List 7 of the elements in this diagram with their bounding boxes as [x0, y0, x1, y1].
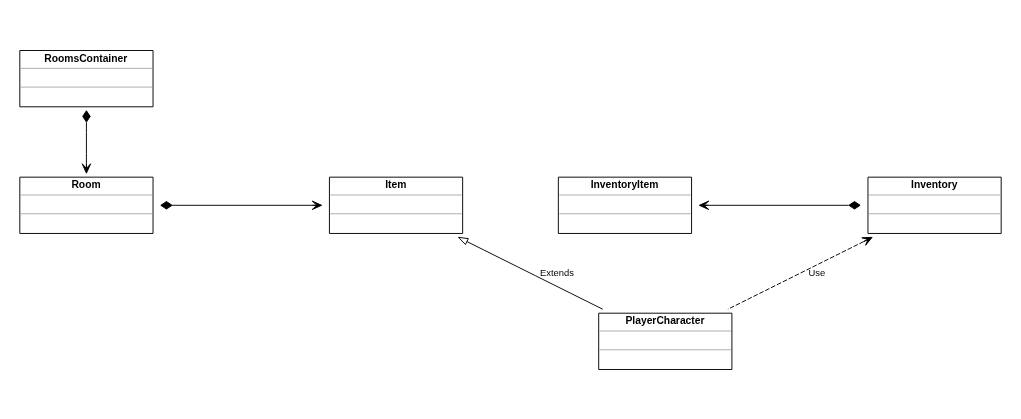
arrow: [698, 200, 861, 210]
edge-label: Use: [808, 267, 826, 278]
edge-label: Extends: [540, 267, 574, 278]
arrow: [727, 236, 873, 310]
arrow: [81, 109, 92, 174]
arrow: [160, 200, 323, 210]
arrow: [458, 236, 604, 310]
